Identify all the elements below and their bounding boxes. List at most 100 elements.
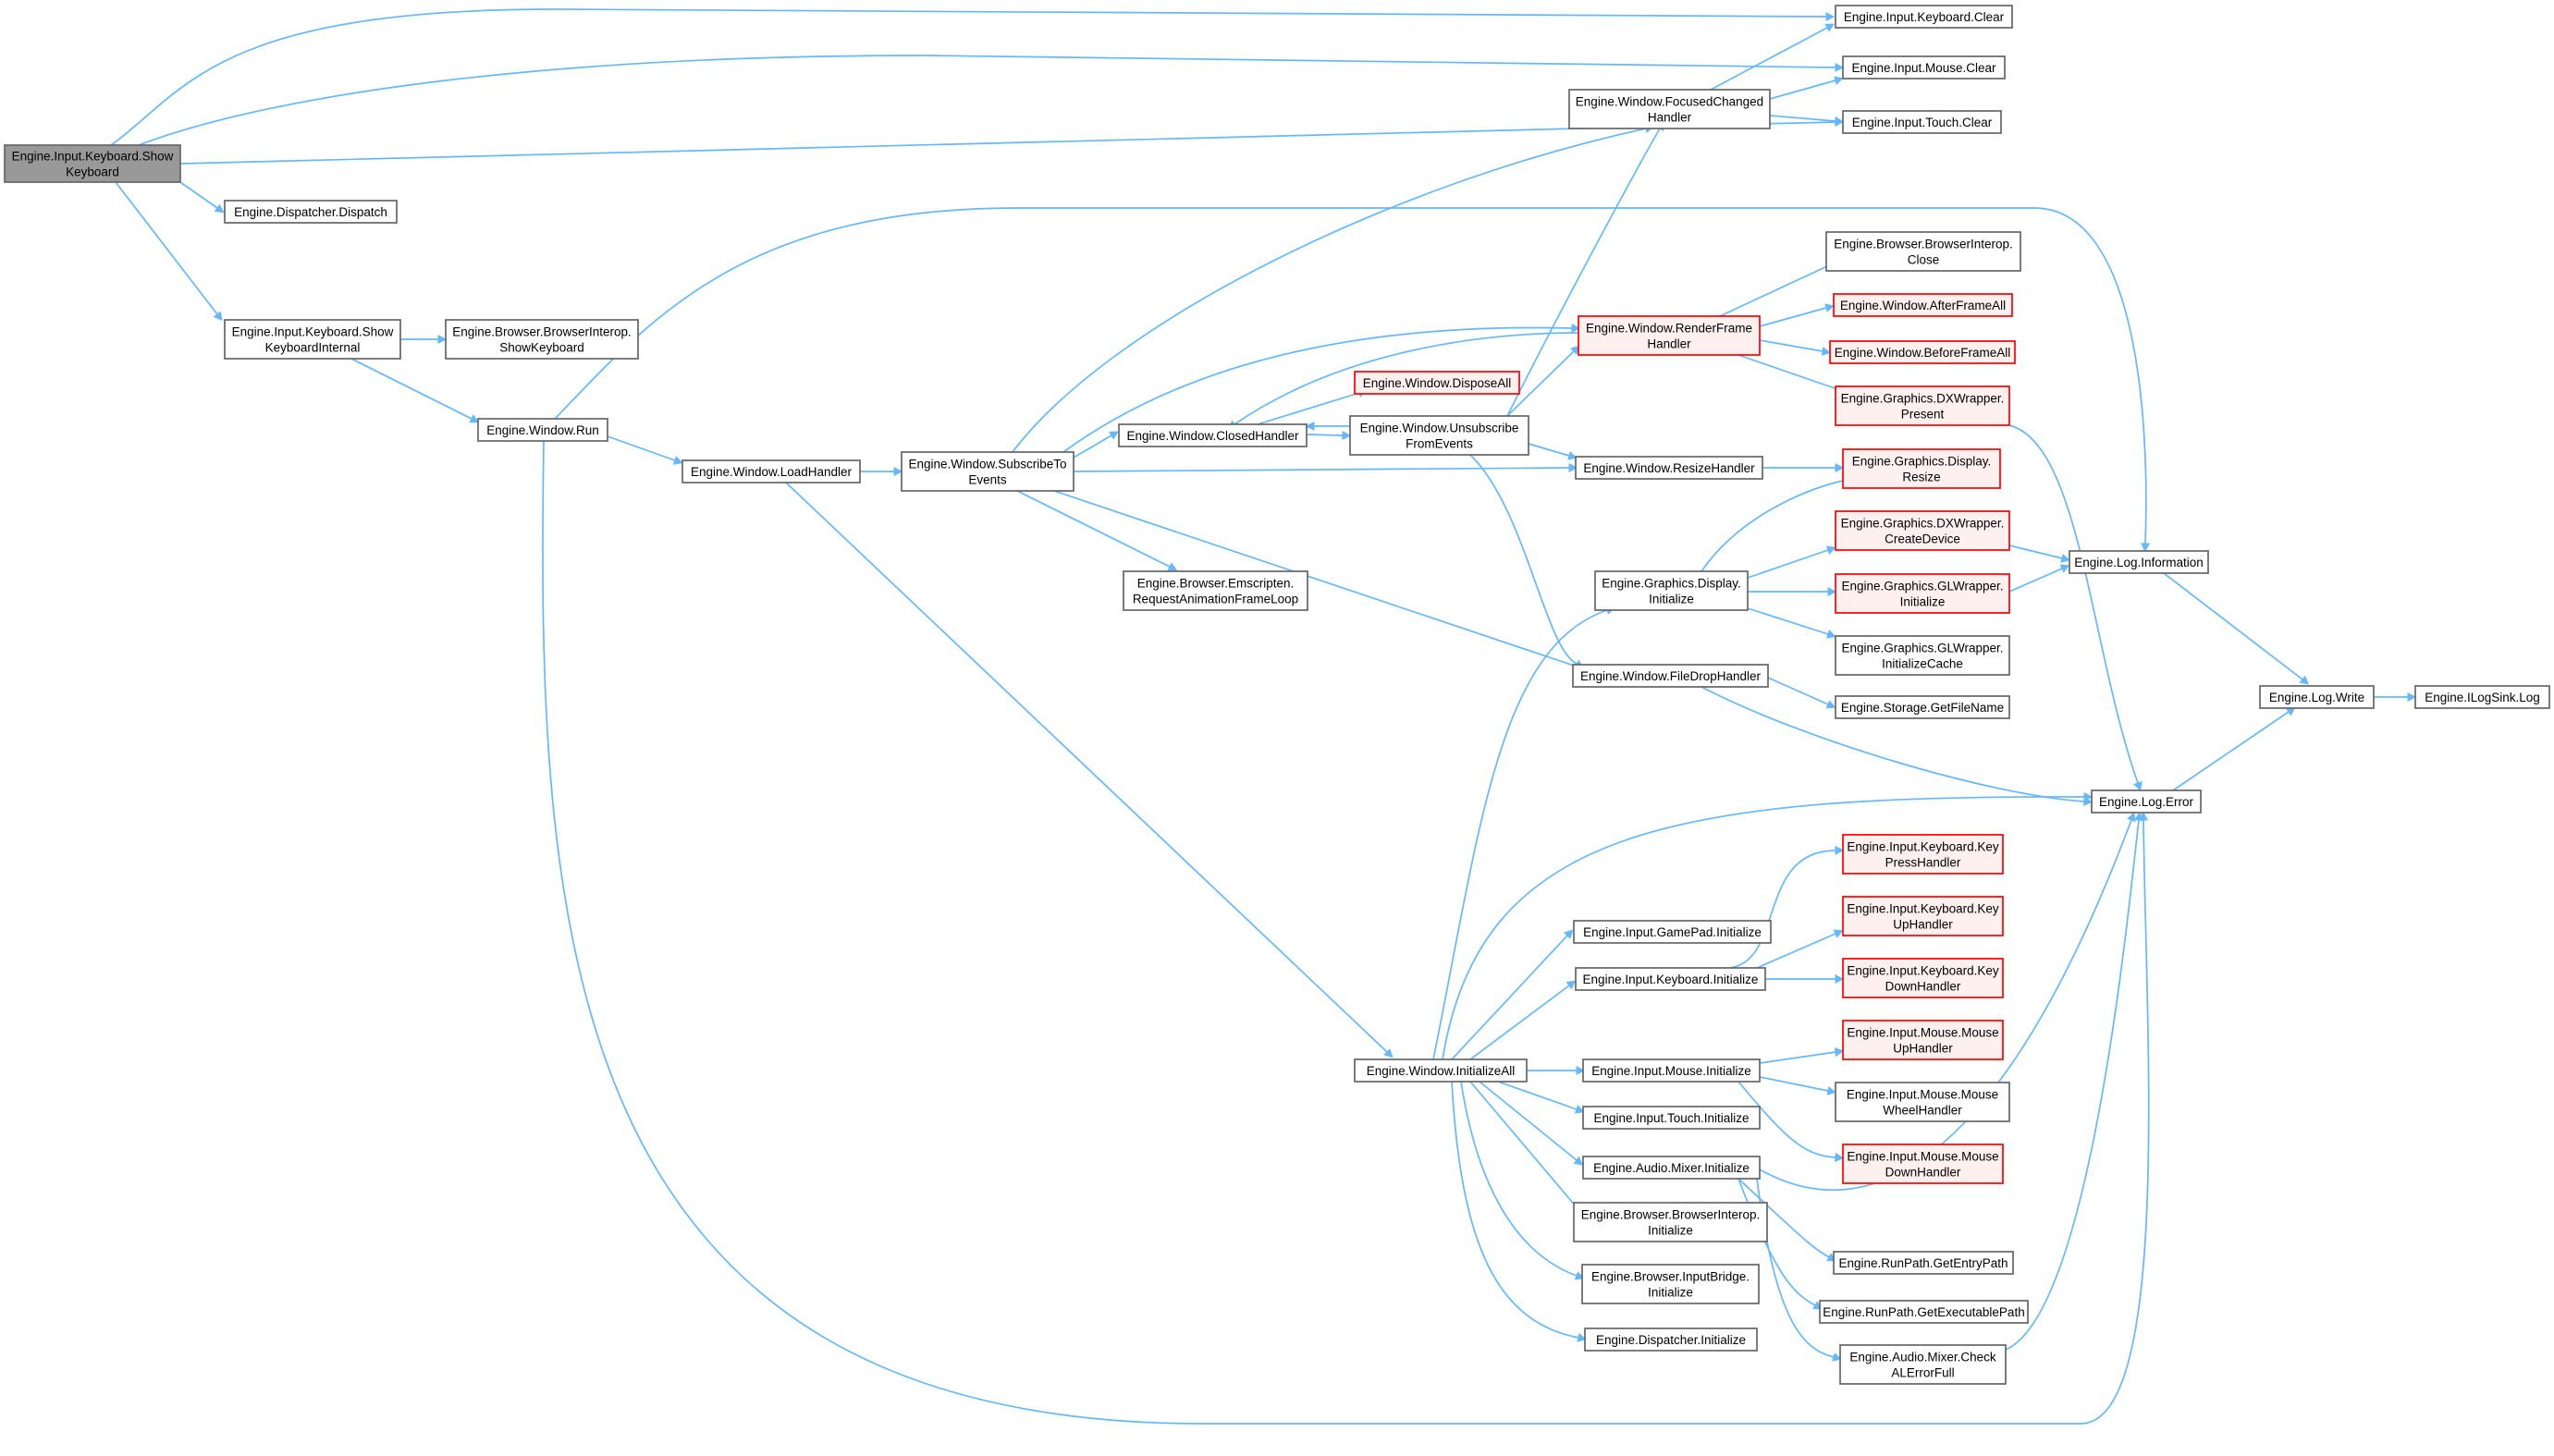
edge-run-to-loadhandler xyxy=(607,435,676,461)
node-box xyxy=(1842,110,2002,134)
node-dispatcher-init[interactable]: Engine.Dispatcher.Initialize xyxy=(1584,1328,1758,1352)
node-closedhandler[interactable]: Engine.Window.ClosedHandler xyxy=(1118,423,1308,447)
edge-unsubscribe-to-resizehandler xyxy=(1528,443,1570,457)
node-box xyxy=(1582,1058,1761,1083)
node-label-line: PressHandler xyxy=(1885,856,1961,870)
node-ilogsink[interactable]: Engine.ILogSink.Log xyxy=(2414,685,2550,709)
node-gamepad-init[interactable]: Engine.Input.GamePad.Initialize xyxy=(1573,920,1772,944)
node-label-line: Initialize xyxy=(1649,593,1694,606)
node-getentrypath[interactable]: Engine.RunPath.GetEntryPath xyxy=(1833,1251,2014,1275)
edge-root-to-showkbint-arrowhead xyxy=(213,311,223,322)
edge-showkbint-to-run-arrowhead xyxy=(469,414,480,423)
node-box xyxy=(1582,1156,1761,1180)
node-box xyxy=(477,418,608,442)
node-box xyxy=(1594,570,1749,611)
node-resizehandler[interactable]: Engine.Window.ResizeHandler xyxy=(1575,456,1763,480)
node-mixer-init[interactable]: Engine.Audio.Mixer.Initialize xyxy=(1582,1156,1761,1180)
node-label-line: CreateDevice xyxy=(1885,532,1960,546)
node-log-error[interactable]: Engine.Log.Error xyxy=(2091,789,2202,814)
node-kb-clear[interactable]: Engine.Input.Keyboard.Clear xyxy=(1835,5,2013,29)
node-display-init[interactable]: Engine.Graphics.Display.Initialize xyxy=(1594,570,1749,611)
edge-focused-to-kb_clear-arrowhead xyxy=(1824,23,1836,32)
node-label-line: InitializeCache xyxy=(1882,657,1963,671)
node-showkbint[interactable]: Engine.Input.Keyboard.ShowKeyboardIntern… xyxy=(224,319,401,360)
node-dispatch[interactable]: Engine.Dispatcher.Dispatch xyxy=(224,200,398,224)
node-label-line: RequestAnimationFrameLoop xyxy=(1133,593,1298,606)
edge-resizehandler-to-display_resize-arrowhead xyxy=(1835,462,1845,473)
node-root[interactable]: Engine.Input.Keyboard.ShowKeyboard xyxy=(4,144,181,183)
node-label-line: UpHandler xyxy=(1893,918,1953,932)
node-log-write[interactable]: Engine.Log.Write xyxy=(2259,685,2375,709)
edge-unsubscribe-to-renderframe xyxy=(1506,350,1575,417)
node-box xyxy=(1835,5,2013,29)
edge-renderframe-to-dx_present xyxy=(1737,354,1841,391)
node-emscripten[interactable]: Engine.Browser.Emscripten.RequestAnimati… xyxy=(1123,570,1308,611)
edge-dx_createdevice-to-log_info xyxy=(2008,544,2063,559)
node-label-line: Engine.Window.DisposeAll xyxy=(1363,376,1512,390)
node-label-line: Engine.ILogSink.Log xyxy=(2425,691,2540,704)
edge-initall-to-keyboard_init xyxy=(1469,985,1570,1060)
node-box xyxy=(681,459,861,483)
node-getexepath[interactable]: Engine.RunPath.GetExecutablePath xyxy=(1819,1300,2029,1324)
node-initall[interactable]: Engine.Window.InitializeAll xyxy=(1354,1058,1528,1083)
node-afterframe[interactable]: Engine.Window.AfterFrameAll xyxy=(1833,293,2013,317)
node-mouse-clear[interactable]: Engine.Input.Mouse.Clear xyxy=(1842,55,2006,80)
node-bi-showkb[interactable]: Engine.Browser.BrowserInterop.ShowKeyboa… xyxy=(445,319,639,360)
node-filedrop[interactable]: Engine.Window.FileDropHandler xyxy=(1572,664,1769,688)
node-getfilename[interactable]: Engine.Storage.GetFileName xyxy=(1835,695,2010,719)
edge-loadhandler-to-initall-arrowhead xyxy=(1383,1048,1394,1058)
node-label-line: Engine.Graphics.DXWrapper. xyxy=(1841,517,2005,531)
node-keyboard-init[interactable]: Engine.Input.Keyboard.Initialize xyxy=(1575,967,1766,991)
node-label-line: Engine.Window.ResizeHandler xyxy=(1583,461,1755,475)
node-touch-init[interactable]: Engine.Input.Touch.Initialize xyxy=(1582,1106,1761,1130)
node-dx-createdevice[interactable]: Engine.Graphics.DXWrapper.CreateDevice xyxy=(1835,510,2010,551)
node-log-info[interactable]: Engine.Log.Information xyxy=(2069,550,2209,574)
node-box xyxy=(1835,385,2010,426)
node-mouse-init[interactable]: Engine.Input.Mouse.Initialize xyxy=(1582,1058,1761,1083)
node-box xyxy=(1572,664,1769,688)
edge-run-to-log_error xyxy=(542,440,2150,1425)
node-beforeframe[interactable]: Engine.Window.BeforeFrameAll xyxy=(1829,340,2016,364)
edge-subscribe-to-resizehandler-arrowhead xyxy=(1568,462,1578,473)
node-gl-init[interactable]: Engine.Graphics.GLWrapper.Initialize xyxy=(1835,573,2010,614)
node-dx-present[interactable]: Engine.Graphics.DXWrapper.Present xyxy=(1835,385,2010,426)
node-inputbridge-init[interactable]: Engine.Browser.InputBridge.Initialize xyxy=(1581,1264,1760,1304)
node-box xyxy=(2259,685,2375,709)
node-loadhandler[interactable]: Engine.Window.LoadHandler xyxy=(681,459,861,483)
edge-checkal-to-log_error xyxy=(2005,819,2140,1351)
node-box xyxy=(1575,456,1763,480)
edge-initall-to-keyboard_init-arrowhead xyxy=(1566,980,1577,990)
node-bi-init[interactable]: Engine.Browser.BrowserInterop.Initialize xyxy=(1573,1202,1768,1242)
node-run[interactable]: Engine.Window.Run xyxy=(477,418,608,442)
edge-keyboard_init-to-kb_keyup xyxy=(1756,933,1836,969)
edge-dx_present-to-log_error-arrowhead xyxy=(2133,780,2143,791)
node-box xyxy=(1842,55,2006,80)
edge-display_init-to-gl_init-arrowhead xyxy=(1827,586,1837,597)
node-label-line: Engine.Window.FocusedChanged xyxy=(1576,95,1763,109)
edge-gl_init-to-log_info xyxy=(2008,568,2063,593)
node-display-resize[interactable]: Engine.Graphics.Display.Resize xyxy=(1842,448,2001,489)
node-label-line: Engine.Graphics.DXWrapper. xyxy=(1841,392,2005,406)
node-disposeall[interactable]: Engine.Window.DisposeAll xyxy=(1354,371,1520,395)
edge-root-to-showkbint xyxy=(115,181,218,315)
edge-display_init-to-gl_initcache-arrowhead xyxy=(1825,630,1836,639)
node-label-line: Engine.Audio.Mixer.Initialize xyxy=(1593,1161,1750,1175)
node-bi-close[interactable]: Engine.Browser.BrowserInterop.Close xyxy=(1825,231,2021,272)
edge-log_info-to-log_write xyxy=(2163,572,2303,680)
node-gl-initcache[interactable]: Engine.Graphics.GLWrapper.InitializeCach… xyxy=(1835,635,2010,676)
node-label-line: Engine.Storage.GetFileName xyxy=(1841,701,2004,715)
node-box xyxy=(1578,315,1761,356)
node-touch-clear[interactable]: Engine.Input.Touch.Clear xyxy=(1842,110,2002,134)
node-box xyxy=(1573,920,1772,944)
